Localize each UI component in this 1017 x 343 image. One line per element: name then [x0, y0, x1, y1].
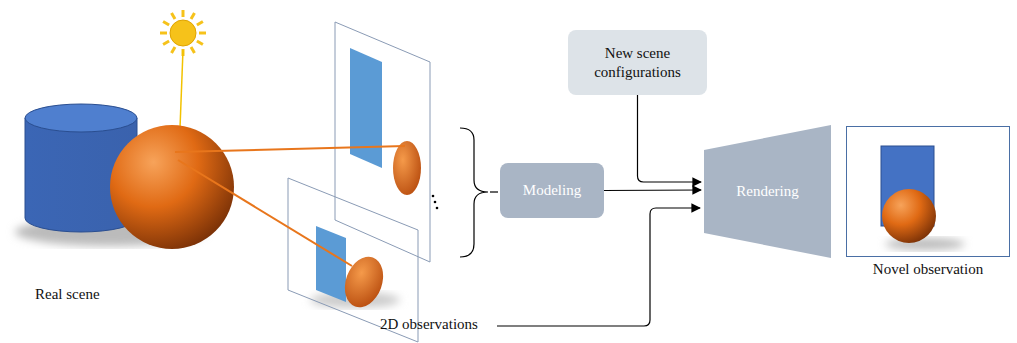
sphere: [110, 125, 234, 249]
flow-arrow: [604, 189, 701, 191]
rendered-image: [847, 127, 1009, 256]
sun-ray: [197, 22, 203, 26]
brace-arrow: [490, 191, 498, 192]
light-ray: [180, 50, 183, 128]
node-label: Rendering: [728, 182, 806, 201]
sun-ray: [160, 32, 167, 35]
projection-line: [178, 160, 352, 266]
sun-ray: [199, 32, 206, 35]
sun-ray: [172, 13, 176, 19]
sun: [160, 10, 206, 56]
sun-ray: [172, 47, 176, 53]
output-image: Novel observation: [846, 126, 1010, 257]
observations-label: 2D observations: [380, 316, 478, 333]
node-label: Modeling: [515, 181, 589, 200]
projection-line: [175, 146, 405, 152]
ellipsis-dot: [436, 207, 439, 210]
frame-rect: [316, 226, 346, 302]
process-box: Modeling: [500, 163, 604, 218]
frame-sphere: [393, 141, 421, 195]
brace: [460, 128, 488, 257]
sun-ray: [191, 47, 195, 53]
image-frame: [335, 22, 430, 262]
scene-label: Real scene: [35, 286, 100, 303]
ellipsis-dot: [432, 195, 435, 198]
config-box: New scene configurations: [568, 30, 707, 95]
image-caption: Novel observation: [847, 260, 1009, 279]
sun-ray: [163, 22, 169, 26]
frame-rect: [350, 48, 382, 168]
sphere-view: [882, 189, 936, 243]
trapezoid-outline: [704, 125, 831, 258]
render-trapezoid: Rendering: [704, 125, 831, 258]
observation-wire: [497, 208, 700, 326]
node-label: New scene configurations: [568, 44, 707, 82]
sun-ray: [182, 10, 185, 17]
sun-ray: [197, 41, 203, 45]
flow-arrow: [638, 95, 702, 182]
ellipsis-dot: [434, 201, 437, 204]
sun-ray: [163, 41, 169, 45]
sun-ray: [191, 13, 195, 19]
cylinder-top: [25, 104, 137, 132]
frame-sphere: [338, 251, 390, 312]
